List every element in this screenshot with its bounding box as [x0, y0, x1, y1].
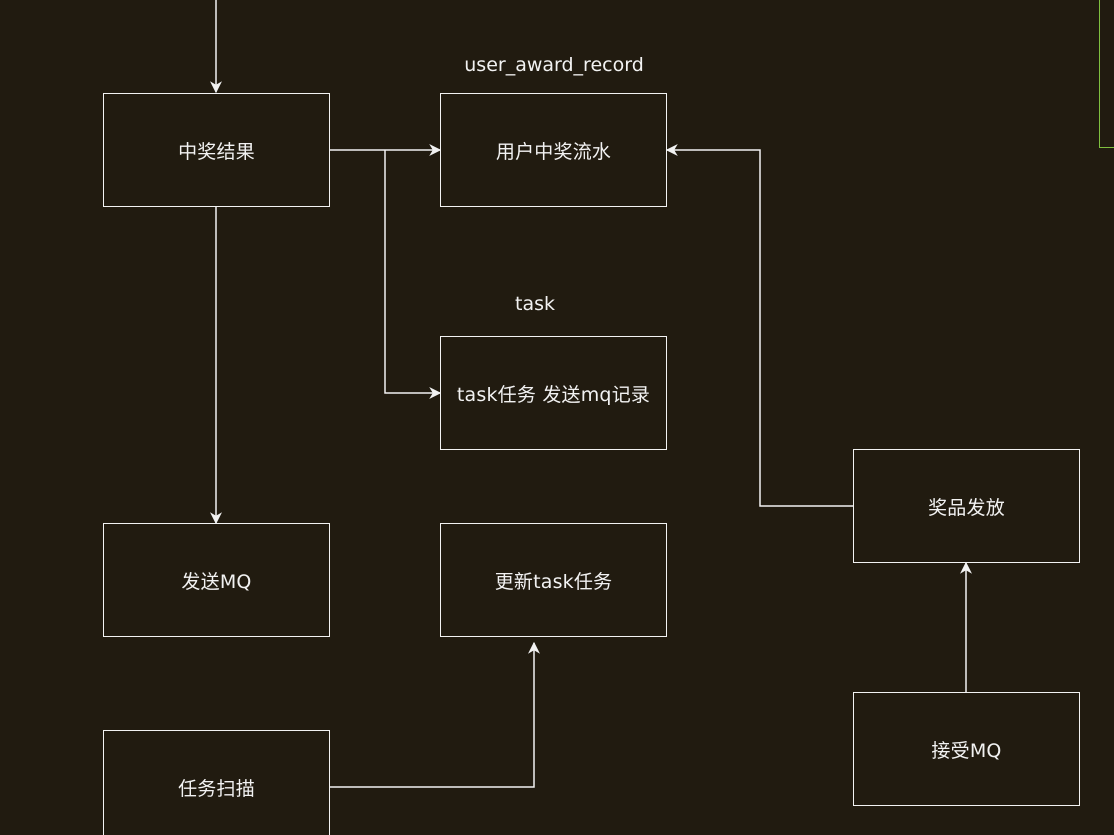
node-award-result-label: 中奖结果 — [178, 140, 255, 163]
offscreen-frame-edge — [1099, 0, 1114, 148]
edge-award-result-to-task-record — [384, 150, 442, 399]
node-send-mq-label: 发送MQ — [181, 570, 252, 593]
edge-prize-dispatch-to-user-award-flow — [665, 144, 853, 507]
node-update-task-label: 更新task任务 — [494, 570, 613, 593]
node-user-award-flow-label: 用户中奖流水 — [495, 140, 612, 163]
edge-task-scan-to-update-task — [329, 641, 540, 788]
node-task-mq-record-label: task任务 发送mq记录 — [456, 383, 651, 406]
node-award-result[interactable]: 中奖结果 — [103, 93, 330, 207]
node-prize-dispatch-label: 奖品发放 — [928, 496, 1005, 519]
node-user-award-flow[interactable]: 用户中奖流水 — [440, 93, 667, 207]
node-send-mq[interactable]: 发送MQ — [103, 523, 330, 637]
node-receive-mq[interactable]: 接受MQ — [853, 692, 1080, 806]
node-update-task[interactable]: 更新task任务 — [440, 523, 667, 637]
node-receive-mq-label: 接受MQ — [931, 739, 1002, 762]
node-task-mq-record[interactable]: task任务 发送mq记录 — [440, 336, 667, 450]
node-prize-dispatch[interactable]: 奖品发放 — [853, 449, 1080, 563]
table-label-user-award-record: user_award_record — [464, 54, 644, 76]
node-task-scan[interactable]: 任务扫描 — [103, 730, 330, 835]
node-task-scan-label: 任务扫描 — [178, 777, 255, 800]
table-label-task: task — [515, 293, 555, 315]
